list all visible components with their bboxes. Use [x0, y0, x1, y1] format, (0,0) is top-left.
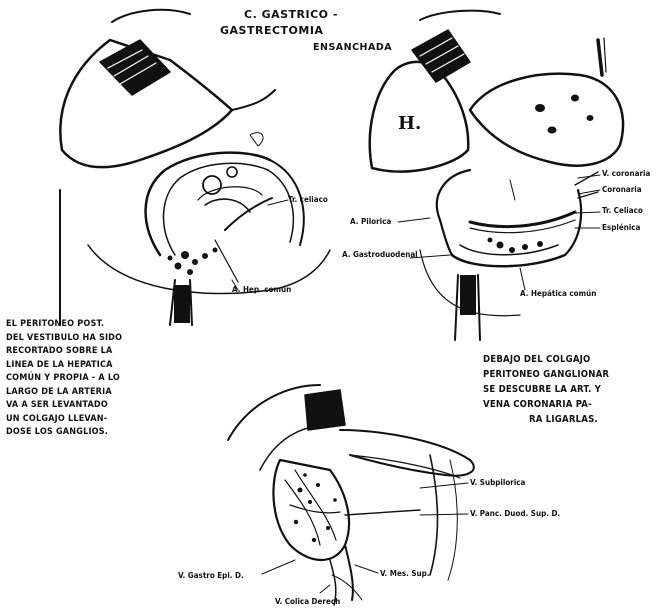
left-note-line: COMÚN Y PROPIA - A LO — [6, 372, 122, 386]
label-v-colica-derech: V. Colica Derech — [275, 598, 340, 606]
left-note-line: VA A SER LEVANTADO — [6, 399, 122, 413]
left-note-line: LARGO DE LA ARTERIA — [6, 386, 122, 400]
label-v-panc-duod-sup: V. Panc. Duod. Sup. D. — [470, 510, 560, 518]
left-note-line: LINEA DE LA HEPATICA — [6, 359, 122, 373]
liver-letter-h: H. — [398, 113, 421, 134]
title-line-2: GASTRECTOMIA — [220, 24, 323, 37]
title-line-1: C. GASTRICO - — [244, 8, 338, 21]
label-esplenica: Esplénica — [602, 224, 640, 232]
left-note: EL PERITONEO POST. DEL VESTIBULO HA SIDO… — [6, 318, 122, 440]
label-v-coronaria: V. coronaria — [602, 170, 650, 178]
right-note-line: DEBAJO DEL COLGAJO — [483, 352, 609, 367]
figure-1-drawing — [60, 10, 330, 325]
label-v-subpilorica: V. Subpilorica — [470, 479, 525, 487]
right-note-line: VENA CORONARIA PA- — [483, 397, 609, 412]
label-a-pilorica: A. Pilorica — [350, 218, 391, 226]
label-tr-celiaco-1: Tr. celiaco — [288, 196, 328, 204]
label-a-hep-comun: A. Hep. común — [232, 286, 291, 294]
left-note-line: UN COLGAJO LLEVAN- — [6, 413, 122, 427]
left-note-line: EL PERITONEO POST. — [6, 318, 122, 332]
left-note-line: DEL VESTIBULO HA SIDO — [6, 332, 122, 346]
label-v-mes-sup: V. Mes. Sup. — [380, 570, 430, 578]
label-v-gastro-epi: V. Gastro Epi. D. — [178, 572, 244, 580]
label-a-hepatica-comun: A. Hepática común — [520, 290, 596, 298]
label-tr-celiaco-2: Tr. Celiaco — [602, 207, 643, 215]
figure-3-drawing — [228, 385, 474, 605]
right-note-line: PERITONEO GANGLIONAR — [483, 367, 609, 382]
title-line-3: ENSANCHADA — [313, 42, 392, 53]
right-note: DEBAJO DEL COLGAJO PERITONEO GANGLIONAR … — [483, 352, 609, 427]
left-note-line: DOSE LOS GANGLIOS. — [6, 426, 122, 440]
label-coronaria: Coronaria — [602, 186, 642, 194]
left-note-line: RECORTADO SOBRE LA — [6, 345, 122, 359]
right-note-line: SE DESCUBRE LA ART. Y — [483, 382, 609, 397]
right-note-line: RA LIGARLAS. — [483, 412, 609, 427]
label-a-gastroduodenal: A. Gastroduodenal — [342, 251, 418, 259]
